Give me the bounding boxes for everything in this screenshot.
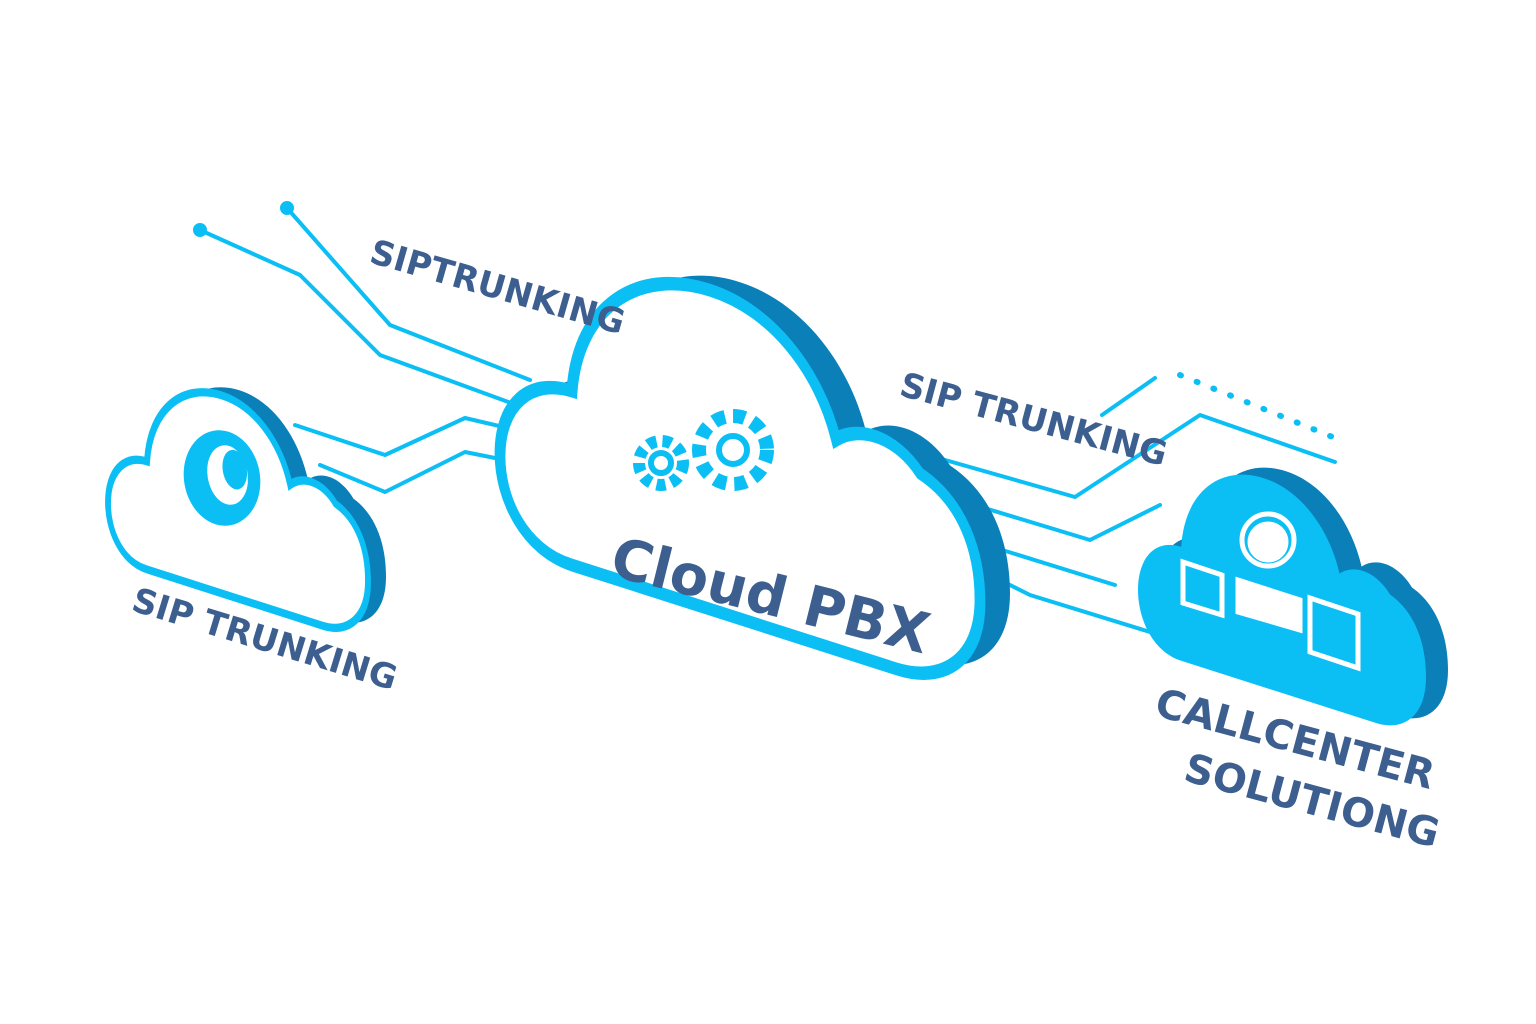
label-siptrunking-top: SIPTRUNKING <box>366 232 630 343</box>
connector-line <box>1100 376 1157 417</box>
connector-line <box>285 206 532 382</box>
monitor-icon <box>1180 558 1225 619</box>
center-cloud: Cloud PBX <box>500 215 1010 696</box>
document-icon <box>1307 594 1361 672</box>
line-endpoint <box>280 201 294 215</box>
connector-line <box>293 416 527 457</box>
agent-body <box>1235 576 1303 634</box>
gears-icon <box>633 409 774 491</box>
connector-line <box>318 450 517 494</box>
connector-line <box>998 578 1152 634</box>
call-agent-icon <box>1180 511 1361 672</box>
phone-icon <box>183 430 261 526</box>
gear-icon <box>692 409 774 491</box>
dotted-connector <box>1177 372 1343 443</box>
connector-line <box>198 228 532 412</box>
gear-icon <box>633 435 689 491</box>
headset-icon <box>1239 511 1297 569</box>
line-endpoint <box>193 223 207 237</box>
right-cloud <box>1138 431 1448 739</box>
left-cloud <box>108 354 386 640</box>
connector-line <box>908 413 1337 499</box>
